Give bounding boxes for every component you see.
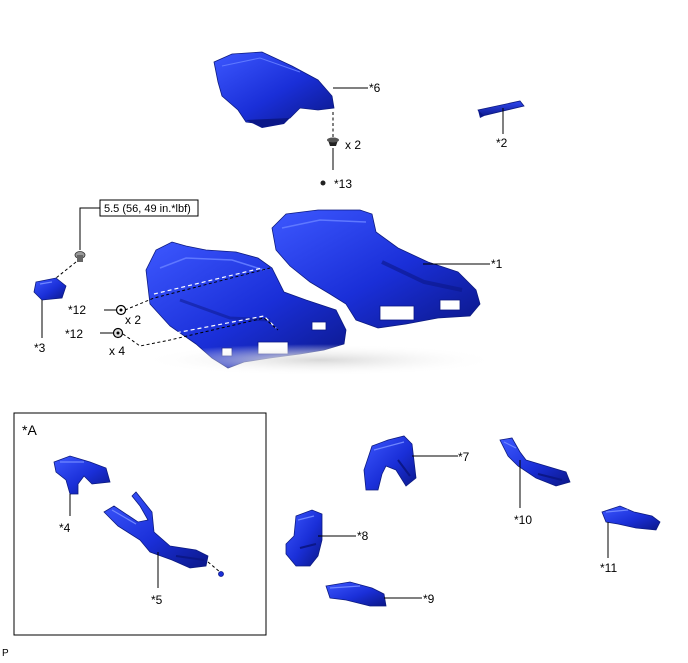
label-7: *7 [458, 450, 470, 464]
label-6: *6 [369, 81, 381, 95]
part-11-duct [601, 505, 661, 531]
part-9-duct [325, 581, 387, 607]
part-10-duct [499, 437, 571, 487]
label-1: *1 [491, 257, 503, 271]
carpet-shadow [140, 344, 500, 376]
clip-12b [112, 327, 124, 339]
label-10: *10 [514, 513, 532, 527]
inset-label: *A [22, 422, 37, 438]
label-8: *8 [357, 529, 369, 543]
part-13-dot [320, 180, 326, 186]
bolt-3 [74, 251, 86, 262]
label-5: *5 [151, 593, 163, 607]
link-5-clip [207, 561, 221, 573]
clip-12a [115, 304, 127, 316]
part-7-duct [363, 435, 417, 491]
inset-box-a [13, 412, 267, 636]
part-6-floor-cover [213, 51, 335, 128]
label-11: *11 [600, 561, 617, 575]
clip-5 [218, 571, 224, 577]
label-12b: *12 [65, 327, 83, 341]
part-5-duct [103, 491, 209, 569]
qty-clip-6: x 2 [345, 138, 361, 152]
part-3-bracket [33, 277, 67, 301]
part-8-duct [285, 509, 323, 567]
label-3: *3 [34, 341, 46, 355]
qty-clip-12b: x 4 [109, 344, 125, 358]
clip-6 [327, 137, 339, 146]
footer-code: P [2, 648, 9, 658]
link-12a [124, 267, 271, 311]
label-9: *9 [423, 592, 435, 606]
qty-clip-12a: x 2 [125, 313, 141, 327]
part-2-strip [477, 100, 525, 118]
label-13: *13 [334, 177, 352, 191]
leader-torque [79, 207, 100, 250]
label-4: *4 [59, 521, 71, 535]
link-bolt-3 [55, 261, 77, 279]
part-4-duct [53, 455, 111, 495]
label-12a: *12 [68, 303, 86, 317]
torque-spec: 5.5 (56, 49 in.*lbf) [104, 203, 191, 215]
label-2: *2 [496, 136, 508, 150]
link-12b [122, 317, 279, 347]
